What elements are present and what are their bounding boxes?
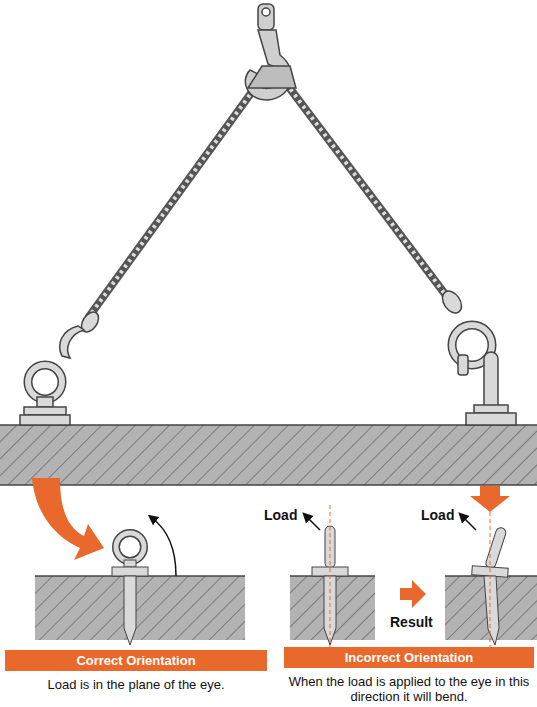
result-arrow bbox=[400, 580, 426, 608]
crane-hook bbox=[245, 4, 296, 100]
material-block bbox=[35, 576, 245, 640]
callout-label: Result bbox=[390, 614, 433, 630]
load-beam bbox=[0, 425, 537, 485]
view-arrow bbox=[32, 478, 104, 560]
caption-text: When the load is applied to the eye in t… bbox=[284, 668, 534, 705]
caption-panel: Incorrect OrientationWhen the load is ap… bbox=[284, 647, 534, 705]
callout-label: Load bbox=[264, 507, 297, 523]
caption-text: Load is in the plane of the eye. bbox=[5, 671, 267, 693]
rotation-arrow bbox=[152, 518, 176, 576]
wire-rope-sling bbox=[88, 78, 448, 318]
caption-panel: Correct OrientationLoad is in the plane … bbox=[5, 650, 267, 693]
orange-band-heading: Incorrect Orientation bbox=[284, 647, 534, 668]
callout-label: Load bbox=[421, 507, 454, 523]
orange-band-heading: Correct Orientation bbox=[5, 650, 267, 671]
sling-hook bbox=[60, 309, 102, 358]
load-arrow bbox=[306, 516, 320, 530]
eyebolt-correct-detail bbox=[112, 533, 148, 645]
load-arrow bbox=[462, 516, 476, 530]
axis-line bbox=[490, 505, 491, 650]
eyebolt-correct bbox=[20, 365, 70, 425]
eyebolt-incorrect bbox=[439, 288, 516, 425]
axis-line bbox=[330, 505, 331, 650]
